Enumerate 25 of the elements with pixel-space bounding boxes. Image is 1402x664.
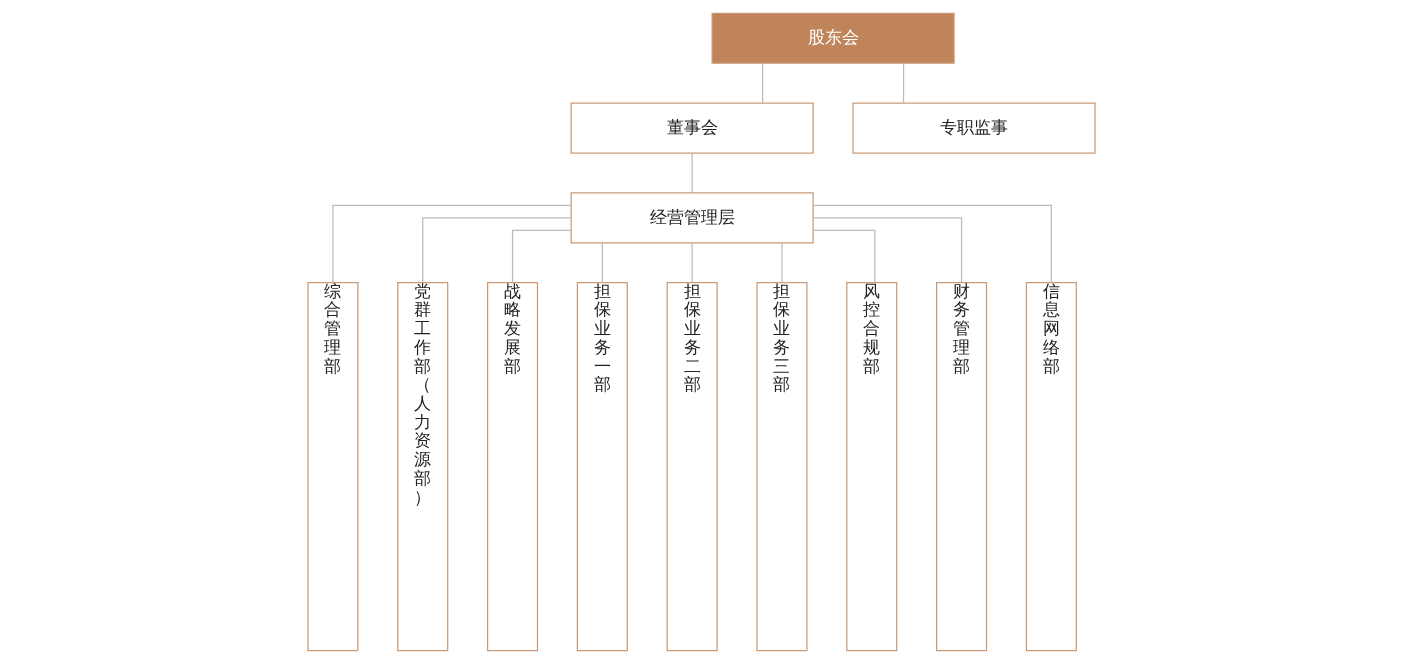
node-box: 信息网络部 bbox=[1025, 282, 1077, 652]
connector bbox=[761, 62, 763, 104]
connector bbox=[691, 242, 693, 284]
node-box: 党群工作部（人力资源部） bbox=[396, 282, 448, 652]
node-box: 财务管理部 bbox=[935, 282, 987, 652]
node-box: 董事会 bbox=[570, 102, 814, 154]
connector bbox=[691, 152, 693, 194]
node-box: 风控合规部 bbox=[845, 282, 897, 652]
node-box: 专职监事 bbox=[851, 102, 1096, 154]
connector bbox=[812, 204, 1052, 283]
connector bbox=[421, 217, 571, 284]
node-box: 担保业务一部 bbox=[576, 282, 628, 652]
node-box: 经营管理层 bbox=[570, 192, 814, 244]
connector bbox=[601, 242, 603, 284]
node-box: 股东会 bbox=[710, 12, 955, 64]
node-box: 担保业务三部 bbox=[755, 282, 807, 652]
node-box: 综合管理部 bbox=[306, 282, 358, 652]
node-box: 战略发展部 bbox=[486, 282, 538, 652]
connector bbox=[780, 242, 783, 284]
connector bbox=[511, 229, 571, 283]
connector bbox=[812, 217, 962, 284]
connector bbox=[902, 62, 904, 104]
node-box: 担保业务二部 bbox=[666, 282, 718, 652]
connector bbox=[331, 204, 572, 283]
connector bbox=[812, 229, 875, 283]
